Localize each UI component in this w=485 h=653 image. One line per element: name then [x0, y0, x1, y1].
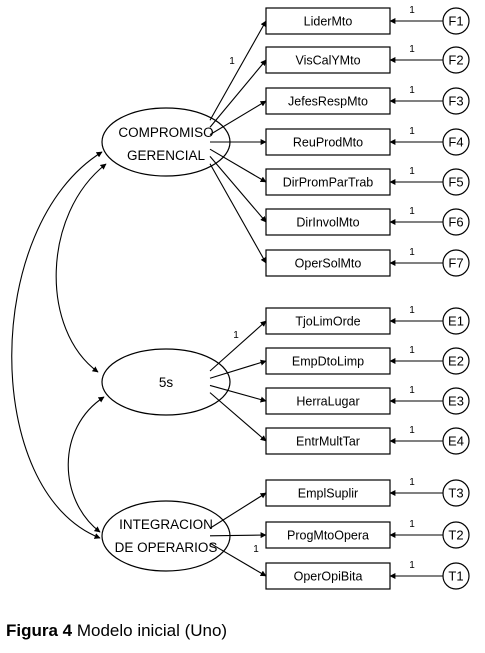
indicator-box-emplsuplir	[265, 479, 391, 507]
loading-arrow-opersolmto	[209, 163, 267, 264]
error-label-e2: E2	[448, 354, 464, 369]
error-circle-t1	[442, 562, 470, 590]
indicator-label-progmtoopera: ProgMtoOpera	[287, 529, 369, 543]
figure-caption: Figura 4 Modelo inicial (Uno)	[6, 621, 227, 641]
covariance-5s-integracion	[67, 396, 105, 533]
error-weight-label: 1	[409, 425, 415, 436]
indicator-label-herralugar: HerraLugar	[296, 395, 359, 409]
error-weight-label: 1	[409, 247, 415, 258]
latent-label-line1: 5s	[159, 375, 174, 390]
indicator-label-tjolimorde: TjoLimOrde	[295, 315, 360, 329]
loading-arrow-progmtoopera	[209, 532, 267, 539]
error-weight-label: 1	[409, 44, 415, 55]
error-circle-t3	[442, 479, 470, 507]
error-weight-label: 1	[409, 206, 415, 217]
error-circle-f3	[442, 87, 470, 115]
error-weight-label: 1	[409, 477, 415, 488]
error-circle-f6	[442, 208, 470, 236]
error-circle-f4	[442, 128, 470, 156]
error-circle-e4	[442, 427, 470, 455]
error-label-e4: E4	[448, 434, 464, 449]
loading-arrow-operopibita	[209, 542, 267, 577]
indicator-box-empdtolimp	[265, 347, 391, 375]
indicator-label-lidermto: LiderMto	[304, 15, 353, 29]
error-label-e1: E1	[448, 314, 464, 329]
error-circle-t2	[442, 521, 470, 549]
error-label-e3: E3	[448, 394, 464, 409]
loading-arrow-empdtolimp	[209, 359, 267, 379]
latent-label-line2: DE OPERARIOS	[115, 540, 218, 555]
indicator-box-opersolmto	[265, 249, 391, 277]
loading-arrow-tjolimorde	[209, 320, 267, 372]
error-circle-f2	[442, 46, 470, 74]
error-label-t3: T3	[448, 486, 463, 501]
error-weight-label: 1	[409, 560, 415, 571]
indicator-label-opersolmto: OperSolMto	[295, 257, 362, 271]
error-circle-f5	[442, 168, 470, 196]
indicator-label-empdtolimp: EmpDtoLimp	[292, 355, 364, 369]
latent-label-line1: COMPROMISO	[118, 125, 213, 140]
indicator-label-jefesrespmto: JefesRespMto	[288, 95, 368, 109]
error-weight-label: 1	[409, 166, 415, 177]
error-weight-label: 1	[409, 5, 415, 16]
indicator-label-emplsuplir: EmplSuplir	[298, 487, 358, 501]
error-label-t1: T1	[448, 569, 463, 584]
error-circle-f7	[442, 249, 470, 277]
error-label-f4: F4	[448, 135, 463, 150]
error-circle-e3	[442, 387, 470, 415]
indicator-box-entrmulttar	[265, 427, 391, 455]
error-weight-label: 1	[409, 385, 415, 396]
indicator-label-dirprompartrab: DirPromParTrab	[283, 176, 374, 190]
error-weight-label: 1	[409, 126, 415, 137]
loading-arrow-viscalymto	[209, 59, 267, 128]
indicator-paths: LiderMto1F1VisCalYMto1F2JefesRespMto1F3R…	[209, 5, 470, 590]
fixed-loading-label-5s: 1	[233, 330, 239, 341]
error-circle-e1	[442, 307, 470, 335]
error-label-f1: F1	[448, 14, 463, 29]
indicator-label-reuprodmto: ReuProdMto	[293, 136, 363, 150]
loading-arrow-lidermto	[209, 20, 267, 121]
indicator-box-viscalymto	[265, 46, 391, 74]
error-circle-f1	[442, 7, 470, 35]
error-label-f3: F3	[448, 94, 463, 109]
error-weight-label: 1	[409, 519, 415, 530]
latent-label-line1: INTEGRACION	[119, 517, 213, 532]
loading-arrow-dirinvolmto	[209, 156, 267, 223]
latent-compromiso-gerencial: COMPROMISO GERENCIAL	[101, 107, 231, 177]
error-weight-label: 1	[409, 85, 415, 96]
indicator-label-entrmulttar: EntrMultTar	[296, 435, 360, 449]
loading-arrow-dirprompartrab	[209, 148, 267, 183]
error-label-f6: F6	[448, 215, 463, 230]
indicator-label-dirinvolmto: DirInvolMto	[296, 216, 359, 230]
indicator-box-progmtoopera	[265, 521, 391, 549]
latent-5s: 5s	[101, 348, 231, 416]
covariance-compromiso-integracion	[11, 151, 103, 539]
indicator-box-dirinvolmto	[265, 208, 391, 236]
error-label-f5: F5	[448, 175, 463, 190]
loading-arrow-jefesrespmto	[209, 100, 267, 136]
indicator-label-operopibita: OperOpiBita	[294, 570, 363, 584]
loading-arrow-entrmulttar	[209, 392, 267, 442]
indicator-box-herralugar	[265, 387, 391, 415]
indicator-label-viscalymto: VisCalYMto	[295, 54, 360, 68]
loading-arrow-herralugar	[209, 384, 267, 403]
fixed-loading-label-compromiso: 1	[229, 56, 235, 67]
error-weight-label: 1	[409, 345, 415, 356]
latent-label-line2: GERENCIAL	[127, 148, 206, 163]
indicator-box-reuprodmto	[265, 128, 391, 156]
error-label-f2: F2	[448, 53, 463, 68]
error-circle-e2	[442, 347, 470, 375]
error-weight-label: 1	[409, 305, 415, 316]
figure-caption-text: Modelo inicial (Uno)	[72, 621, 228, 640]
error-label-f7: F7	[448, 256, 463, 271]
figure-number: Figura 4	[6, 621, 73, 640]
error-label-t2: T2	[448, 528, 463, 543]
fixed-loading-label-integracion: 1	[253, 544, 259, 555]
covariance-compromiso-5s	[55, 163, 107, 373]
latent-integracion-de-operarios: INTEGRACION DE OPERARIOS	[101, 500, 231, 572]
loading-arrow-emplsuplir	[209, 492, 267, 529]
